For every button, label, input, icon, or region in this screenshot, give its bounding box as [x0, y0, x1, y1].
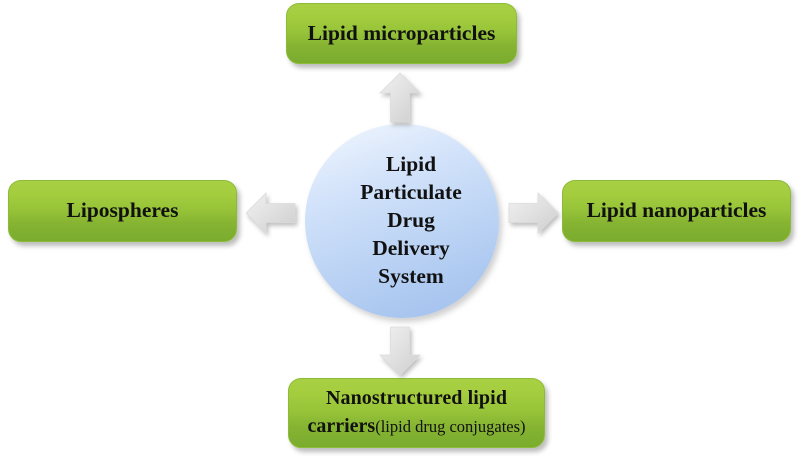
node-box-lipospheres[interactable]: Lipospheres	[8, 180, 237, 242]
node-box-nanostructured-lipid-carriers[interactable]: Nanostructured lipid carriers(lipid drug…	[288, 378, 545, 448]
center-line-5: System	[378, 263, 444, 288]
center-line-1: Lipid	[385, 152, 437, 177]
arrow-up-icon	[379, 72, 421, 123]
center-line-2: Particulate	[360, 180, 462, 205]
node-label-left: Lipospheres	[66, 198, 179, 223]
node-label-bottom-line1: Nanostructured lipid	[325, 387, 508, 410]
arrow-left-icon	[245, 192, 296, 234]
node-label-bottom-carriers: carriers	[307, 415, 376, 437]
arrow-right-icon	[508, 192, 559, 234]
node-box-lipid-nanoparticles[interactable]: Lipid nanoparticles	[562, 180, 791, 242]
node-label-bottom-line2: carriers(lipid drug conjugates)	[307, 415, 525, 439]
node-label-top: Lipid microparticles	[307, 20, 496, 45]
arrow-down-icon	[379, 326, 421, 376]
center-circle-lipid-particulate-drug-delivery-system[interactable]: Lipid Particulate Drug Delivery System	[305, 124, 499, 318]
node-label-right: Lipid nanoparticles	[586, 198, 767, 223]
center-line-3: Drug	[387, 208, 435, 233]
center-circle-text: Lipid Particulate Drug Delivery System	[360, 151, 462, 291]
center-line-4: Delivery	[372, 235, 450, 260]
node-label-bottom-parenthetical: (lipid drug conjugates)	[375, 417, 526, 436]
node-box-lipid-microparticles[interactable]: Lipid microparticles	[286, 3, 517, 64]
